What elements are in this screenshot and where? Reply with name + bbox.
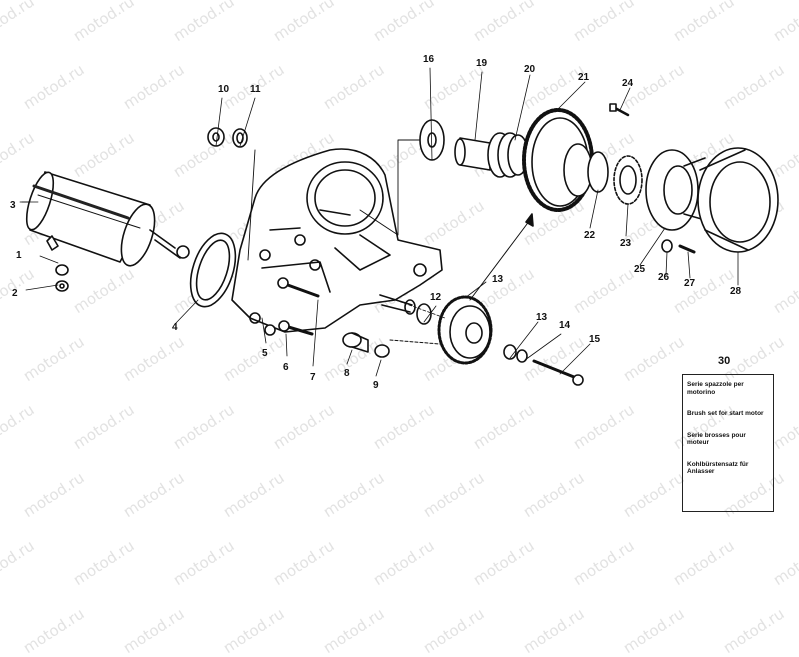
callout-1: 1 — [16, 250, 22, 261]
part-clutch-21 — [487, 132, 529, 178]
exploded-parts-diagram: 1234567891011121313141516192021222324252… — [10, 54, 779, 391]
callout-26: 26 — [658, 272, 670, 283]
part-washer-2 — [55, 280, 69, 292]
callout-8: 8 — [344, 368, 350, 379]
callout-9: 9 — [373, 380, 379, 391]
watermark-text: motod.ru — [520, 604, 588, 657]
part-flange-26 — [645, 149, 706, 231]
callout-13: 13 — [536, 312, 548, 323]
crankcase-housing — [231, 148, 443, 333]
part-housing-29 — [697, 147, 779, 253]
legend-line-german: Kohlbürstensatz für Anlasser — [687, 460, 749, 476]
watermark-text: motod.ru — [420, 604, 488, 657]
callout-13: 13 — [492, 274, 504, 285]
part-gear-14 — [437, 295, 493, 365]
legend-line-french: Serie brosses pour moteur — [687, 431, 746, 447]
watermark-text: motod.ru — [320, 604, 388, 657]
callout-16: 16 — [423, 54, 435, 65]
watermark-text: motod.ru — [220, 604, 288, 657]
callout-25: 25 — [634, 264, 646, 275]
callout-11: 11 — [250, 84, 261, 95]
part-gasket — [189, 232, 237, 308]
callout-24: 24 — [622, 78, 634, 89]
part-washer-11 — [232, 128, 248, 148]
watermark-text: motod.ru — [120, 604, 188, 657]
watermark-text: motod.ru — [620, 604, 688, 657]
watermark-text: motod.ru — [20, 604, 88, 657]
callout-12: 12 — [430, 292, 442, 303]
callout-21: 21 — [578, 72, 590, 83]
legend-box: Serie spazzole per motorino Brush set fo… — [682, 374, 774, 512]
callout-19: 19 — [476, 58, 488, 69]
callout-10: 10 — [218, 84, 230, 95]
starter-motor — [25, 171, 190, 267]
callout-5: 5 — [262, 348, 268, 359]
callout-20: 20 — [524, 64, 536, 75]
callout-6: 6 — [283, 362, 289, 373]
callout-28: 28 — [730, 286, 742, 297]
callout-22: 22 — [584, 230, 596, 241]
callout-23: 23 — [620, 238, 632, 249]
callout-4: 4 — [172, 322, 178, 333]
watermark-text: motod.ru — [720, 604, 788, 657]
callout-7: 7 — [310, 372, 316, 383]
legend-number: 30 — [718, 355, 731, 367]
legend-line-italian: Serie spazzole per motorino — [687, 381, 744, 396]
callout-2: 2 — [12, 288, 18, 299]
callout-14: 14 — [559, 320, 571, 331]
callout-15: 15 — [589, 334, 601, 345]
part-nut — [55, 264, 69, 276]
callout-27: 27 — [684, 278, 696, 289]
part-gear-22 — [522, 108, 594, 212]
callout-3: 3 — [10, 200, 16, 211]
legend-line-english: Brush set for start motor — [687, 410, 764, 417]
